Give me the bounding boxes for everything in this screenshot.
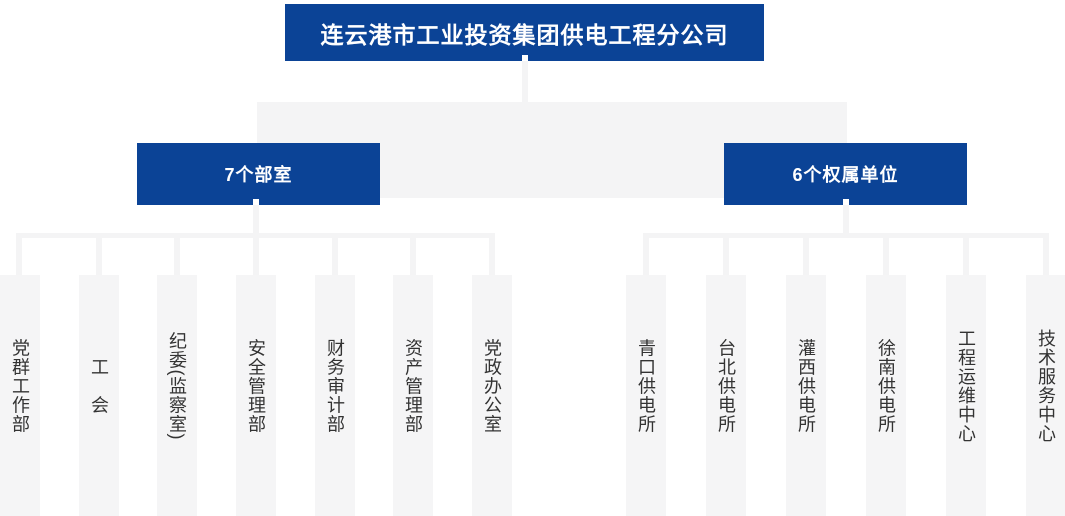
dept-label: 党政办公室 [482,338,502,433]
dept-label: 安全管理部 [246,338,266,433]
unit-label: 台北供电所 [716,338,736,433]
connector-line [96,233,102,275]
unit-column-qingkou-power-station: 青口供电所 [626,275,666,516]
dept-column-safety-management: 安全管理部 [236,275,276,516]
unit-label: 技术服务中心 [1036,328,1056,443]
unit-label: 工程运维中心 [956,328,976,443]
dept-label: 党群工作部 [10,338,30,433]
unit-label: 徐南供电所 [876,338,896,433]
connector-line [883,233,889,275]
connector-line [410,233,416,275]
connector-notch [843,199,849,205]
branch-node-departments: 7个部室 [137,143,380,205]
root-node-label: 连云港市工业投资集团供电工程分公司 [320,21,729,48]
unit-column-xunan-power-station: 徐南供电所 [866,275,906,516]
connector-line [174,233,180,275]
dept-column-discipline-inspection: 纪委(监察室) [157,275,197,516]
dept-column-finance-audit: 财务审计部 [315,275,355,516]
connector-line [723,233,729,275]
connector-notch [522,55,528,61]
branch-label-units: 6个权属单位 [792,165,899,185]
connector-line [803,233,809,275]
dept-label: 资产管理部 [403,338,423,433]
root-node: 连云港市工业投资集团供电工程分公司 [285,4,764,61]
dept-label: 工 会 [89,357,109,414]
connector-line [1043,233,1049,275]
connector-line [843,205,849,233]
unit-column-taibei-power-station: 台北供电所 [706,275,746,516]
connector-line [253,233,259,275]
connector-rail-right [643,233,1048,238]
connector-notch [253,199,259,205]
connector-line [16,233,22,275]
unit-label: 青口供电所 [636,338,656,433]
connector-line [253,205,259,233]
dept-column-asset-management: 资产管理部 [393,275,433,516]
unit-label: 灌西供电所 [796,338,816,433]
dept-label: 财务审计部 [325,338,345,433]
connector-line [643,233,649,275]
unit-column-engineering-om-center: 工程运维中心 [946,275,986,516]
unit-column-tech-service-center: 技术服务中心 [1026,275,1065,516]
connector-line [489,233,495,275]
dept-column-party-admin-office: 党政办公室 [472,275,512,516]
unit-column-guanxi-power-station: 灌西供电所 [786,275,826,516]
branch-node-units: 6个权属单位 [724,143,967,205]
dept-column-party-mass-work: 党群工作部 [0,275,40,516]
dept-label: 纪委(监察室) [167,331,187,440]
connector-line [522,61,528,103]
connector-line [332,233,338,275]
connector-line [963,233,969,275]
dept-column-labor-union: 工 会 [79,275,119,516]
branch-label-departments: 7个部室 [224,165,293,185]
